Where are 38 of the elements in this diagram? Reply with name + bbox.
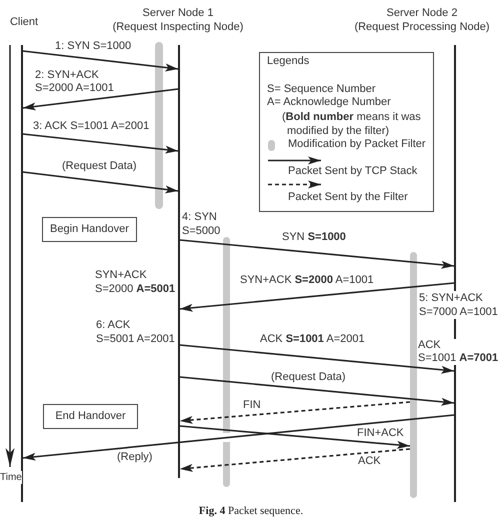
edge-label: (Request Data) <box>62 160 137 173</box>
note-text: Begin Handover <box>50 223 129 236</box>
arrow <box>22 88 178 110</box>
lifeline-subtitle: (Request Processing Node) <box>354 21 490 34</box>
edge-label: (Request Data) <box>271 371 346 384</box>
arrow <box>180 425 410 449</box>
message-label: ACK S=1001 A=7001 <box>418 339 498 365</box>
edge-label: (Reply) <box>117 451 152 464</box>
arrow <box>22 50 178 72</box>
arrow <box>22 414 454 461</box>
dashed-arrow <box>180 448 410 472</box>
legend-title: Legends <box>267 55 310 68</box>
arrow <box>22 171 178 194</box>
arrow <box>180 344 454 374</box>
arrow <box>22 133 178 154</box>
arrow <box>180 239 454 269</box>
message-label: 5: SYN+ACK S=7000 A=1001 <box>419 291 498 319</box>
legend-text: Packet Sent by TCP Stack <box>288 165 418 178</box>
lifeline-title: Server Node 2 <box>386 7 458 20</box>
filter-bar <box>410 252 417 498</box>
legend-text: Modification by Packet Filter <box>288 138 426 151</box>
note-box <box>42 217 137 242</box>
arrow <box>180 282 454 312</box>
lifeline-title: Server Node 1 <box>142 7 214 20</box>
time-label: Time <box>0 471 22 484</box>
lifeline-subtitle: (Request Inspecting Node) <box>112 21 244 34</box>
legend-text: A= Acknowledge Number <box>267 96 391 109</box>
lifeline-title: Client <box>10 16 38 29</box>
legend-text: (Bold number means it was modified by the filter) <box>282 110 422 138</box>
arrow <box>180 376 454 406</box>
caption: Fig. 4 Packet sequence. <box>198 505 304 518</box>
note-text: End Handover <box>55 410 126 423</box>
note-box <box>43 404 138 429</box>
dashed-arrow <box>180 401 410 424</box>
legend-text: Packet Sent by the Filter <box>288 191 408 204</box>
filter-bar <box>155 42 163 209</box>
filter-bar <box>223 237 230 487</box>
legend-text: S= Sequence Number <box>267 83 376 96</box>
